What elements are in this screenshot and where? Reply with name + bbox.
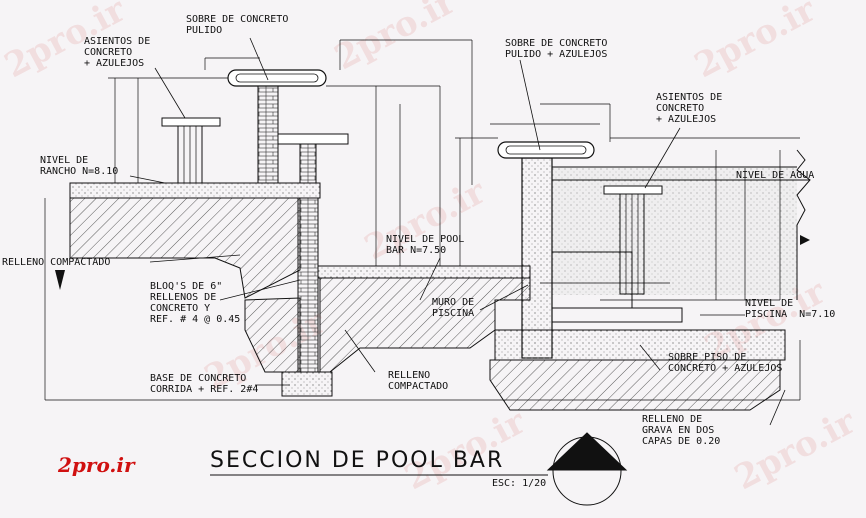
pool-water (552, 167, 797, 295)
bar-top-inner (235, 73, 319, 83)
drawing-scale: ESC: 1/20 (492, 478, 547, 489)
drawing-title: SECCION DE POOL BAR (210, 448, 505, 473)
pool-floor-tile (551, 307, 683, 323)
level-arrow-right (800, 235, 810, 245)
dimension-lines (44, 39, 801, 401)
label-sobre-concreto-pulido-azulejos: SOBRE DE CONCRETO PULIDO + AZULEJOS (505, 38, 608, 60)
label-asientos-left: ASIENTOS DE CONCRETO + AZULEJOS (84, 36, 151, 69)
pool-water-tint (552, 167, 797, 295)
concrete-base (281, 371, 333, 397)
pool-bar-floor (317, 265, 531, 279)
leader-lines (129, 37, 786, 426)
pool-wall (521, 157, 553, 359)
label-nivel-rancho: NIVEL DE RANCHO N=8.10 (40, 155, 119, 177)
label-nivel-piscina: NIVEL DE PISCINA N=7.10 (745, 298, 836, 320)
label-relleno-compactado-left: RELLENO COMPACTADO (2, 257, 111, 268)
label-base-concreto: BASE DE CONCRETO CORRIDA + REF. 2#4 (150, 373, 259, 395)
bar-shelf (277, 133, 349, 145)
label-blocks: BLOQ'S DE 6" RELLENOS DE CONCRETO Y REF.… (150, 281, 241, 325)
lower-left-fill (244, 297, 301, 373)
block-column (257, 85, 279, 184)
brand-logo: 2pro.ir (58, 453, 135, 477)
label-sobre-concreto-pulido: SOBRE DE CONCRETO PULIDO (186, 14, 289, 36)
label-relleno-grava: RELLENO DE GRAVA EN DOS CAPAS DE 0.20 (642, 414, 721, 447)
label-nivel-agua: NIVEL DE AGUA (736, 170, 815, 181)
block-column-2 (299, 137, 317, 184)
label-sobre-piso: SOBRE PISO DE CONCRETO + AZULEJOS (668, 352, 783, 374)
label-relleno-compactado-center: RELLENO COMPACTADO (388, 370, 449, 392)
rancho-slab (69, 182, 321, 199)
label-muro-piscina: MURO DE PISCINA (432, 297, 475, 319)
pool-top-inner (505, 145, 587, 155)
label-asientos-right: ASIENTOS DE CONCRETO + AZULEJOS (656, 92, 723, 125)
bar-top (227, 69, 327, 87)
section-symbol (546, 432, 628, 506)
pool-top (497, 141, 595, 159)
stool-left-seat (161, 117, 221, 127)
break-line (796, 149, 811, 300)
label-nivel-pool-bar: NIVEL DE POOL BAR N=7.50 (386, 234, 465, 256)
level-arrow (55, 270, 65, 290)
stool-right-seat (603, 185, 663, 195)
block-wall (297, 197, 319, 373)
